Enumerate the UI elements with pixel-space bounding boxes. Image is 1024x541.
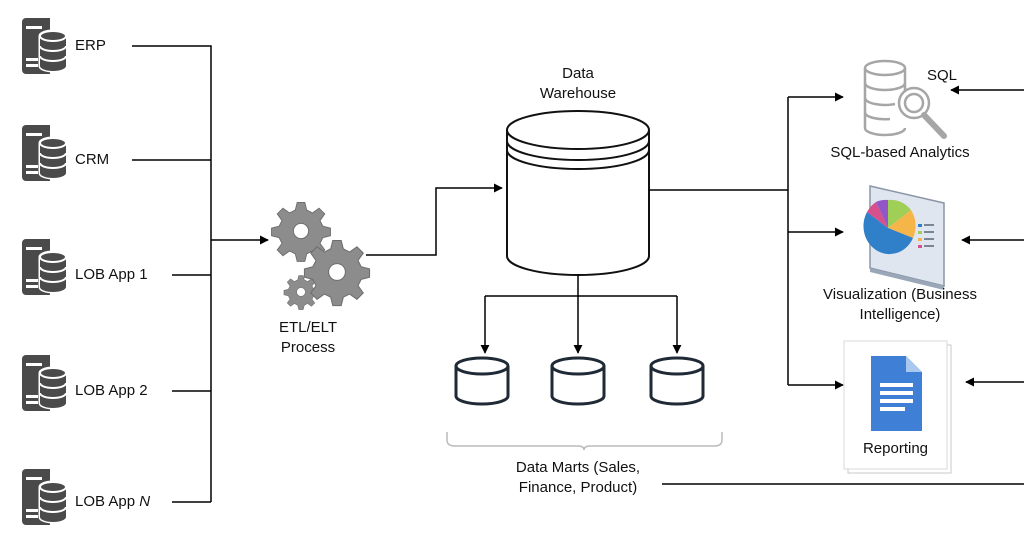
warehouse-label: Data Warehouse <box>518 64 638 104</box>
source-label-lob-app-n: LOB App N <box>75 492 150 512</box>
data-marts-label: Data Marts (Sales, Finance, Product) <box>488 458 668 498</box>
data-marts-label-line1: Data Marts (Sales, <box>515 459 641 476</box>
database-icon <box>454 356 510 406</box>
warehouse-label-line1: Data <box>562 65 594 82</box>
sql-analytics-label: SQL-based Analytics <box>830 144 970 161</box>
server-icon <box>20 16 68 76</box>
database-search-icon <box>863 59 947 139</box>
data-marts-label-line2: Finance, Product) <box>518 479 638 496</box>
document-icon <box>843 340 952 474</box>
visualization-label: Visualization (Business Intelligence) <box>800 285 1000 325</box>
visualization-label-line1: Visualization (Business <box>823 286 977 303</box>
gear-icon <box>271 202 371 310</box>
sql-badge: SQL <box>927 67 958 84</box>
database-icon <box>506 110 650 276</box>
pie-chart-icon <box>863 185 945 290</box>
database-icon <box>649 356 705 406</box>
warehouse-to-marts-arrows <box>480 275 682 354</box>
visualization-label-line2: Intelligence) <box>859 306 941 323</box>
reporting-label: Reporting <box>862 440 929 457</box>
source-label-crm: CRM <box>75 151 110 168</box>
server-icon <box>20 353 68 413</box>
etl-label-line2: Process <box>280 339 336 356</box>
database-icon <box>550 356 606 406</box>
marts-brace <box>446 432 723 451</box>
etl-to-warehouse-arrow <box>366 183 503 256</box>
etl-label: ETL/ELT Process <box>258 318 358 358</box>
server-icon <box>20 237 68 297</box>
server-icon <box>20 467 68 527</box>
source-connectors <box>132 45 269 503</box>
server-icon <box>20 123 68 183</box>
source-label-text: LOB App <box>75 493 140 510</box>
etl-label-line1: ETL/ELT <box>278 319 338 336</box>
source-label-lob-app-1: LOB App 1 <box>75 266 148 283</box>
source-label-lob-app-2: LOB App 2 <box>75 382 148 399</box>
warehouse-label-line2: Warehouse <box>539 85 617 102</box>
source-label-erp: ERP <box>75 37 106 54</box>
external-arrows <box>662 85 1024 485</box>
source-label-italic: N <box>139 493 151 510</box>
warehouse-to-consumers-arrows <box>649 92 844 390</box>
